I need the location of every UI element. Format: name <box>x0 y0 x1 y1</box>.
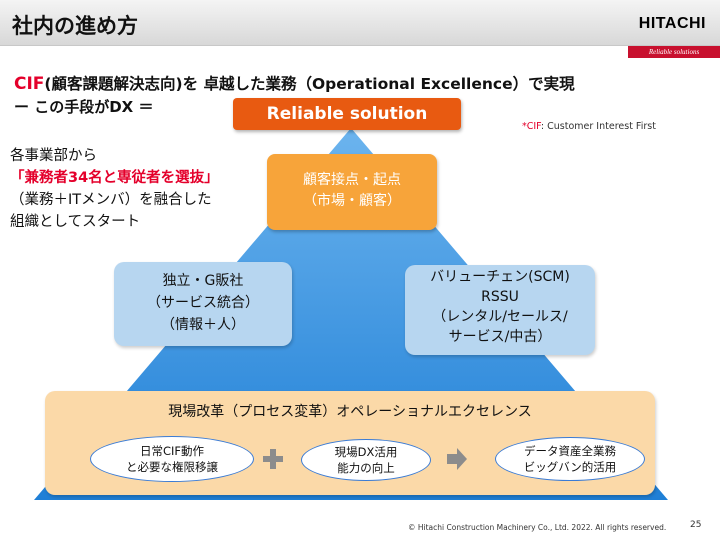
oval-field-dx: 現場DX活用 能力の向上 <box>301 439 431 481</box>
oval-data-assets: データ資産全業務 ビッグバン的活用 <box>495 437 645 481</box>
plus-icon <box>263 449 283 469</box>
page-number: 25 <box>690 520 702 530</box>
customer-touchpoint-box: 顧客接点・起点 （市場・顧客） <box>267 154 437 230</box>
page-title: 社内の進め方 <box>12 14 138 38</box>
value-chain-box: バリューチェン(SCM) RSSU （レンタル/セールス/ サービス/中古） <box>405 265 595 355</box>
oval3-line1: データ資産全業務 <box>524 444 616 458</box>
left-text-line2: 「兼務者34名と専従者を選抜」 <box>10 170 219 186</box>
left-box-line3: （情報＋人） <box>161 317 245 333</box>
left-text-line4: 組織としてスタート <box>10 214 141 230</box>
footnote-cif: CIF <box>526 121 541 132</box>
right-box-line1: バリューチェン(SCM) <box>430 269 570 285</box>
oval2-line1: 現場DX活用 <box>334 445 398 459</box>
oval1-line2: と必要な権限移譲 <box>126 460 218 474</box>
right-box-line3: （レンタル/セールス/ <box>432 309 568 325</box>
footnote: *CIF: Customer Interest First <box>522 121 656 132</box>
arrow-right-icon <box>447 454 457 464</box>
field-reform-box: 現場改革（プロセス変革）オペレーショナルエクセレンス 日常CIF動作 と必要な権… <box>45 391 655 495</box>
tagline-badge: Reliable solutions <box>628 46 720 58</box>
copyright: © Hitachi Construction Machinery Co., Lt… <box>408 523 667 532</box>
oval3-line2: ビッグバン的活用 <box>523 460 617 474</box>
footnote-text: : Customer Interest First <box>540 121 656 132</box>
footnote-star: * <box>522 121 527 132</box>
arrow-head-icon <box>457 448 467 470</box>
left-description: 各事業部から 「兼務者34名と専従者を選抜」 （業務＋ITメンバ）を融合した 組… <box>10 145 270 233</box>
top-box-line2: （市場・顧客） <box>303 193 401 209</box>
reliable-solution-box: Reliable solution <box>233 98 461 130</box>
base-title: 現場改革（プロセス変革）オペレーショナルエクセレンス <box>168 404 532 420</box>
headline-cif: CIF <box>14 74 45 94</box>
oval2-line2: 能力の向上 <box>337 461 395 475</box>
left-box-line1: 独立・G販社 <box>162 273 244 289</box>
right-box-line2: RSSU <box>481 289 519 305</box>
oval1-line1: 日常CIF動作 <box>139 444 205 458</box>
right-box-line4: サービス/中古） <box>448 329 552 345</box>
headline-sub: ー この手段がDX ＝ <box>14 98 154 116</box>
header-bar: 社内の進め方 HITACHI <box>0 0 720 46</box>
top-box-line1: 顧客接点・起点 <box>303 172 401 188</box>
left-text-line1: 各事業部から <box>10 148 97 164</box>
headline: CIF(顧客課題解決志向)を 卓越した業務（Operational Excell… <box>14 72 714 94</box>
hitachi-logo: HITACHI <box>638 15 706 32</box>
independent-sales-box: 独立・G販社 （サービス統合） （情報＋人） <box>114 262 292 346</box>
left-box-line2: （サービス統合） <box>147 295 259 311</box>
oval-daily-cif: 日常CIF動作 と必要な権限移譲 <box>90 436 254 482</box>
left-text-line3: （業務＋ITメンバ）を融合した <box>10 192 212 208</box>
headline-rest: (顧客課題解決志向)を 卓越した業務（Operational Excellenc… <box>44 75 575 93</box>
